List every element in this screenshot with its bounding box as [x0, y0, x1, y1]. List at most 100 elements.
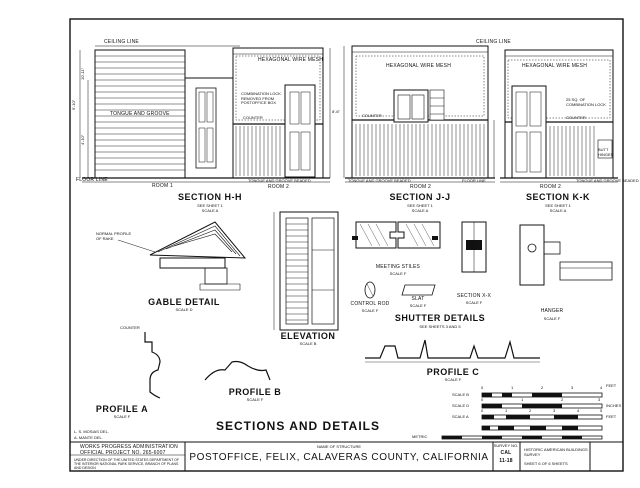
profile-a-scale: SCALE F	[113, 414, 131, 419]
jj-room2-label: ROOM 2	[410, 184, 431, 190]
wpa-fine-print: UNDER DIRECTION OF THE UNITED STATES DEP…	[74, 458, 180, 471]
section-xx-scale: SCALE F	[465, 300, 483, 305]
control-rod-title: CONTROL ROD	[350, 301, 390, 307]
scale-a-tick: 2	[529, 408, 532, 413]
jj-counter-label: COUNTER	[362, 113, 382, 118]
hh-tongue-label: TONGUE AND GROOVE	[110, 111, 170, 117]
section-hh-title: SECTION H-H	[178, 192, 242, 202]
survey-no-number: 11-18	[499, 458, 513, 464]
dimension-h2: 10'-11"	[80, 67, 85, 80]
slat-scale: SCALE F	[409, 303, 427, 308]
elevation-drawing	[273, 211, 339, 331]
section-hh-sheet: SEE SHEET 1	[197, 203, 223, 208]
scale-a-tick: 4	[577, 408, 580, 413]
gable-detail-drawing	[149, 221, 247, 291]
hh-counter-label: COUNTER	[243, 115, 263, 120]
gable-detail-title: GABLE DETAIL	[148, 297, 220, 307]
wpa-line-1: WORKS PROGRESS ADMINISTRATION	[80, 444, 178, 450]
section-kk-sheet: SEE SHEET 1	[545, 203, 571, 208]
structure-name-label: NAME OF STRUCTURE	[317, 444, 361, 449]
graphic-scales	[441, 392, 603, 440]
wpa-line-2: OFFICIAL PROJECT NO. 265-6007	[80, 450, 166, 456]
profile-c-title: PROFILE C	[426, 367, 480, 377]
hh-ceiling-line-label: CEILING LINE	[104, 39, 139, 45]
jj-ceiling-line-label: CEILING LINE	[476, 39, 511, 45]
hh-room1-label: ROOM 1	[152, 183, 173, 189]
section-jj-scale: SCALE A	[411, 208, 429, 213]
elevation-scale: SCALE B	[299, 341, 317, 346]
kk-mesh-label: HEXAGONAL WIRE MESH	[522, 63, 588, 69]
delineator-1: L. S. MOSIAS DEL.	[74, 429, 109, 434]
kk-room2-label: ROOM 2	[540, 184, 561, 190]
profile-c-drawing	[365, 339, 540, 363]
scale-d-tick: 0	[481, 397, 484, 402]
hanger-title: HANGER	[540, 308, 564, 314]
hh-floor-line-label: FLOOR LINE	[76, 177, 108, 183]
gable-detail-scale: SCALE D	[175, 307, 193, 312]
profile-a-counter-label: COUNTER	[120, 325, 140, 330]
jj-beaded-label: TONGUE AND GROOVE BEADED	[348, 178, 411, 183]
profile-b-scale: SCALE F	[246, 397, 264, 402]
scale-b-tick: 4	[600, 385, 603, 390]
scale-b-tick: 1	[511, 385, 514, 390]
section-jj-drawing	[343, 45, 495, 183]
scale-a-name: SCALE A	[452, 414, 469, 419]
scale-b-tick: 0	[481, 385, 484, 390]
section-kk-scale: SCALE A	[549, 208, 567, 213]
control-rod-scale: SCALE F	[361, 308, 379, 313]
scale-d-tick: 3	[598, 397, 601, 402]
dimension-h4: 8'-6"	[332, 109, 340, 114]
survey-no-label: SURVEY NO.	[493, 443, 519, 448]
section-jj-sheet: SEE SHEET 1	[407, 203, 433, 208]
scale-a-unit: FEET	[606, 414, 617, 419]
shutter-details-drawing	[352, 221, 487, 299]
hanger-drawing	[519, 224, 613, 286]
hh-lock-label: COMBINATION LOCK REMOVED FROM POSTOFFICE…	[241, 91, 281, 106]
kk-counter-label: COUNTER	[566, 115, 586, 120]
meeting-stiles-title: MEETING STILES	[375, 264, 421, 270]
scale-a-tick: 3	[553, 408, 556, 413]
hh-beaded-label: TONGUE AND GROOVE BEADED	[248, 178, 311, 183]
scale-d-tick: 1	[521, 397, 524, 402]
shutter-details-sheets: SEE SHEETS 3 AND 5	[419, 324, 461, 329]
structure-name: POSTOFFICE, FELIX, CALAVERAS COUNTY, CAL…	[189, 452, 489, 463]
scale-b-unit: FEET	[606, 383, 617, 388]
profile-c-scale: SCALE F	[444, 377, 462, 382]
delineator-2: A. MANTE DEL.	[74, 435, 103, 440]
section-hh-scale: SCALE A	[201, 208, 219, 213]
section-xx-title: SECTION X-X	[456, 293, 492, 299]
scale-a-tick: 5	[600, 408, 603, 413]
sheet-title: SECTIONS AND DETAILS	[215, 419, 381, 433]
section-kk-title: SECTION K-K	[526, 192, 590, 202]
slat-title: SLAT	[411, 296, 425, 302]
kk-beaded-label: TONGUE AND GROOVE BEADED	[576, 178, 639, 183]
scale-b-name: SCALE B	[452, 392, 469, 397]
scale-d-tick: 2	[561, 397, 564, 402]
hh-mesh-label: HEXAGONAL WIRE MESH	[258, 57, 324, 63]
profile-b-title: PROFILE B	[228, 387, 282, 397]
profile-a-title: PROFILE A	[95, 404, 149, 414]
kk-lock-label: 25 SQ. OF COMBINATION LOCK	[566, 97, 606, 107]
kk-hinges-label: BUTT HINGES	[598, 147, 614, 157]
shutter-details-title: SHUTTER DETAILS	[394, 313, 486, 323]
scale-d-unit: INCHES	[606, 403, 622, 408]
survey-no-state: CAL	[500, 450, 512, 456]
dimension-h1: 9'-10"	[71, 99, 76, 110]
jj-floor-line-label: FLOOR LINE	[462, 178, 486, 183]
jj-mesh-label: HEXAGONAL WIRE MESH	[386, 63, 452, 69]
dimension-h3: 4'-10"	[80, 134, 85, 145]
hh-room2-label: ROOM 2	[268, 184, 289, 190]
profile-a-drawing	[144, 332, 161, 399]
scale-a-tick: 1	[505, 408, 508, 413]
scale-a-tick: 0	[481, 408, 484, 413]
section-kk-drawing	[500, 49, 618, 183]
meeting-stiles-scale: SCALE F	[389, 271, 407, 276]
scale-metric-name: METRIC	[412, 434, 428, 439]
scale-b-tick: 2	[541, 385, 544, 390]
scale-b-tick: 3	[571, 385, 574, 390]
section-jj-title: SECTION J-J	[389, 192, 451, 202]
sheet-number: SHEET 6 OF 6 SHEETS	[524, 461, 568, 466]
gable-normal-profile-label: NORMAL PROFILE OF RAKE	[96, 231, 132, 241]
